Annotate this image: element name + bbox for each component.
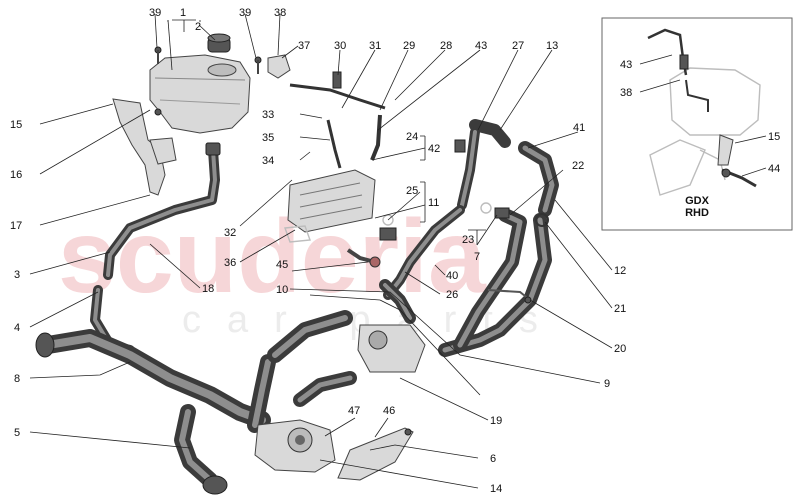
callout-5: 5 bbox=[14, 427, 20, 439]
inset-rhd-label: RHD bbox=[685, 207, 709, 219]
inset-callout-38: 38 bbox=[620, 87, 632, 99]
callout-23: 23 bbox=[462, 234, 474, 246]
level-sensor bbox=[267, 54, 291, 79]
callout-16: 16 bbox=[10, 169, 22, 181]
hose-5 bbox=[174, 404, 228, 495]
callout-11: 11 bbox=[428, 197, 439, 209]
inset-gdx-rhd: GDX RHD bbox=[601, 17, 793, 231]
parts bbox=[35, 33, 559, 495]
inset-callout-43: 43 bbox=[620, 59, 632, 71]
clamp-21 bbox=[535, 213, 549, 227]
screw-39-left bbox=[154, 46, 162, 64]
callout-45: 45 bbox=[276, 259, 288, 271]
callout-46: 46 bbox=[383, 405, 395, 417]
callout-6: 6 bbox=[490, 453, 496, 465]
inset-callout-44: 44 bbox=[768, 163, 780, 175]
callout-19: 19 bbox=[490, 415, 502, 427]
callout-12: 12 bbox=[614, 265, 626, 277]
pipe-31 bbox=[289, 83, 386, 169]
callout-29: 29 bbox=[403, 40, 415, 52]
callout-7: 7 bbox=[474, 251, 480, 263]
bracket-6 bbox=[337, 427, 414, 481]
bracket-20 bbox=[487, 289, 532, 304]
hose-9 bbox=[438, 208, 552, 357]
water-pump bbox=[254, 419, 336, 473]
callout-34: 34 bbox=[262, 155, 274, 167]
callout-4: 4 bbox=[14, 322, 20, 334]
callout-36: 36 bbox=[224, 257, 236, 269]
hose-3 bbox=[103, 142, 221, 280]
callout-13: 13 bbox=[546, 40, 558, 52]
clamp-30 bbox=[332, 71, 342, 89]
callout-1: 1 bbox=[180, 7, 186, 19]
callout-21: 21 bbox=[614, 303, 626, 315]
inset-part-44 bbox=[721, 168, 757, 188]
inset-bracket-15 bbox=[717, 134, 734, 166]
callout-2: 2 bbox=[195, 21, 201, 33]
callout-47: 47 bbox=[348, 405, 360, 417]
leader-lines bbox=[29, 13, 767, 489]
expansion-tank bbox=[149, 54, 251, 134]
inset-gdx-label: GDX bbox=[685, 195, 710, 207]
callouts: 1 2 39 39 38 37 30 31 29 28 43 27 13 41 … bbox=[10, 7, 780, 495]
callout-40: 40 bbox=[446, 270, 458, 282]
callout-17: 17 bbox=[10, 220, 22, 232]
hose-pump-upper bbox=[247, 310, 353, 433]
callout-15: 15 bbox=[10, 119, 22, 131]
fitting-25 bbox=[379, 214, 397, 241]
callout-38: 38 bbox=[274, 7, 286, 19]
hose-19 bbox=[293, 371, 357, 407]
callout-37: 37 bbox=[298, 40, 310, 52]
hose-22 bbox=[518, 141, 559, 217]
hose-26 bbox=[383, 205, 465, 300]
callout-32: 32 bbox=[224, 227, 236, 239]
callout-20: 20 bbox=[614, 343, 626, 355]
callout-31: 31 bbox=[369, 40, 381, 52]
heat-exchanger bbox=[284, 169, 376, 243]
callout-41: 41 bbox=[573, 122, 585, 134]
hose-27 bbox=[454, 119, 511, 210]
pipe-45 bbox=[346, 248, 381, 268]
screw-39-right bbox=[254, 56, 262, 74]
callout-8: 8 bbox=[14, 373, 20, 385]
callout-22: 22 bbox=[572, 160, 584, 172]
callout-43: 43 bbox=[475, 40, 487, 52]
inset-callout-15: 15 bbox=[768, 131, 780, 143]
expansion-tank-cap bbox=[207, 33, 231, 53]
callout-28: 28 bbox=[440, 40, 452, 52]
callout-3: 3 bbox=[14, 269, 20, 281]
watermark-brand: scuderia bbox=[58, 199, 487, 315]
pipe-29 bbox=[370, 114, 382, 161]
callout-35: 35 bbox=[262, 132, 274, 144]
callout-30: 30 bbox=[334, 40, 346, 52]
callout-42: 42 bbox=[428, 143, 440, 155]
inset-pipe-43 bbox=[647, 28, 709, 112]
callout-26: 26 bbox=[446, 289, 458, 301]
tank-bracket bbox=[112, 98, 177, 196]
thermostat-housing bbox=[357, 324, 426, 373]
callout-24: 24 bbox=[406, 131, 418, 143]
callout-14: 14 bbox=[490, 483, 502, 495]
callout-9: 9 bbox=[604, 378, 610, 390]
callout-18: 18 bbox=[202, 283, 214, 295]
callout-10: 10 bbox=[276, 284, 288, 296]
callout-39-left: 39 bbox=[149, 7, 161, 19]
callout-27: 27 bbox=[512, 40, 524, 52]
callout-33: 33 bbox=[262, 109, 274, 121]
fitting-23 bbox=[480, 202, 510, 219]
callout-39-right: 39 bbox=[239, 7, 251, 19]
callout-25: 25 bbox=[406, 185, 418, 197]
hose-8 bbox=[35, 329, 271, 429]
hose-10 bbox=[379, 279, 416, 324]
